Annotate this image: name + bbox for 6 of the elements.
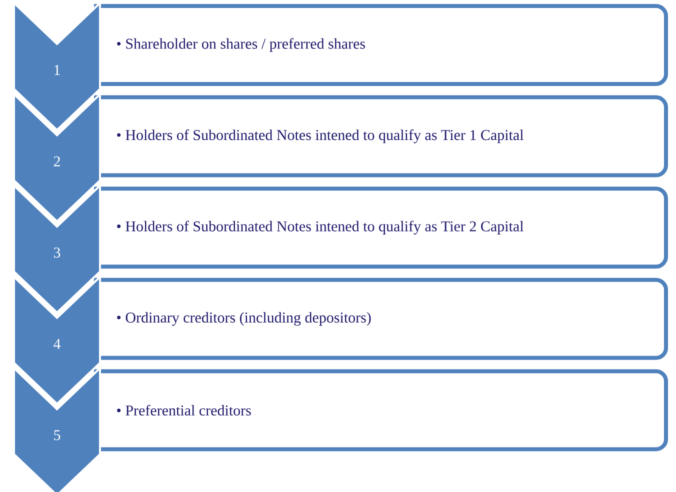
item-text: • Shareholder on shares / preferred shares <box>117 38 365 52</box>
item-text: • Holders of Subordinated Notes intened to qualify as Tier 2 Capital <box>117 220 524 234</box>
node-label: 5 <box>54 430 60 440</box>
item-text: • Preferential creditors <box>117 404 251 416</box>
item-text: • Ordinary creditors (including depositors) <box>117 312 371 326</box>
item-text: • Holders of Subordinated Notes intened to qualify as Tier 1 Capital <box>117 129 524 144</box>
